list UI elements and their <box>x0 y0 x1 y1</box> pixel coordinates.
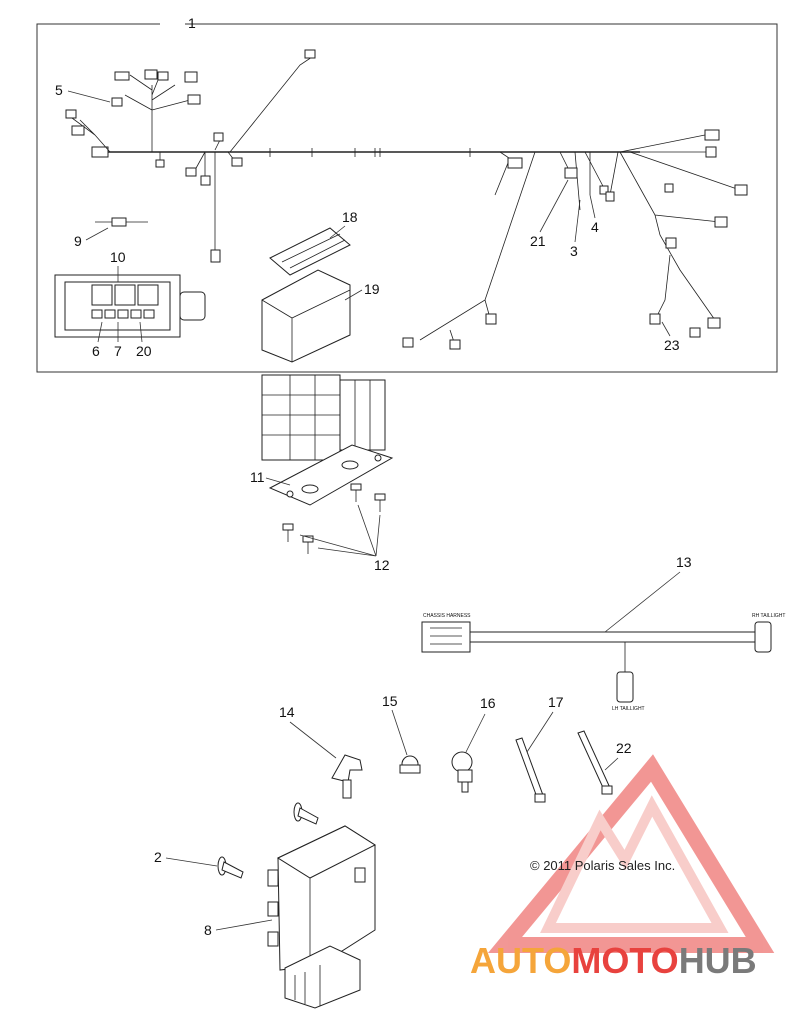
callout-2: 2 <box>154 849 162 865</box>
rh-taillight-connector <box>754 621 772 653</box>
harness-end-connector <box>91 146 109 158</box>
taillight-harness: CHASSIS HARNESS RH TAILLIGHT LH TAILLIGH… <box>421 613 785 712</box>
ecu-module <box>267 825 377 1009</box>
watermark-auto: AUTO <box>470 940 571 981</box>
callout-22: 22 <box>616 740 632 756</box>
callout-18: 18 <box>342 209 358 225</box>
callout-15: 15 <box>382 693 398 709</box>
callout-9: 9 <box>74 233 82 249</box>
lh-taillight-label: LH TAILLIGHT <box>612 706 645 712</box>
main-wiring-harness <box>65 49 748 350</box>
callout-23: 23 <box>664 337 680 353</box>
chassis-harness-label: CHASSIS HARNESS <box>423 613 471 619</box>
cable-clamp-small <box>399 755 421 774</box>
watermark-moto: MOTO <box>571 940 678 981</box>
watermark-text: AUTOMOTOHUB <box>470 940 757 981</box>
callout-7: 7 <box>114 343 122 359</box>
callout-5: 5 <box>55 82 63 98</box>
mounting-screw <box>217 802 319 879</box>
callout-4: 4 <box>591 219 599 235</box>
callout-17: 17 <box>548 694 564 710</box>
watermark-logo <box>487 754 775 953</box>
cable-clamp-large <box>451 751 473 793</box>
copyright-notice: © 2011 Polaris Sales Inc. <box>530 858 675 873</box>
callout-19: 19 <box>364 281 380 297</box>
callout-3: 3 <box>570 243 578 259</box>
callout-16: 16 <box>480 695 496 711</box>
callout-11: 11 <box>250 469 265 485</box>
callout-1: 1 <box>188 15 196 31</box>
lh-taillight-connector <box>616 671 634 703</box>
callout-6: 6 <box>92 343 100 359</box>
callout-14: 14 <box>279 704 295 720</box>
inline-fuse-holder <box>95 217 148 227</box>
harness-clip <box>331 754 363 799</box>
watermark-triangle-inner <box>540 795 729 933</box>
chassis-harness-connector <box>421 621 471 653</box>
fuse-relay-box <box>54 274 206 338</box>
callout-20: 20 <box>136 343 152 359</box>
fuse-label-decal <box>269 227 351 276</box>
relay-block-assembly <box>261 374 394 506</box>
fuse-box-cover <box>261 269 351 363</box>
watermark-hub: HUB <box>679 940 757 981</box>
cable-tie <box>515 737 546 803</box>
harness-frame <box>36 23 778 373</box>
relay-mounting-bracket <box>268 444 394 506</box>
callout-13: 13 <box>676 554 692 570</box>
rh-taillight-label: RH TAILLIGHT <box>752 613 785 619</box>
cable-tie-long <box>577 730 613 795</box>
callout-10: 10 <box>110 249 126 265</box>
callout-21: 21 <box>530 233 546 249</box>
callout-8: 8 <box>204 922 212 938</box>
callout-12: 12 <box>374 557 390 573</box>
